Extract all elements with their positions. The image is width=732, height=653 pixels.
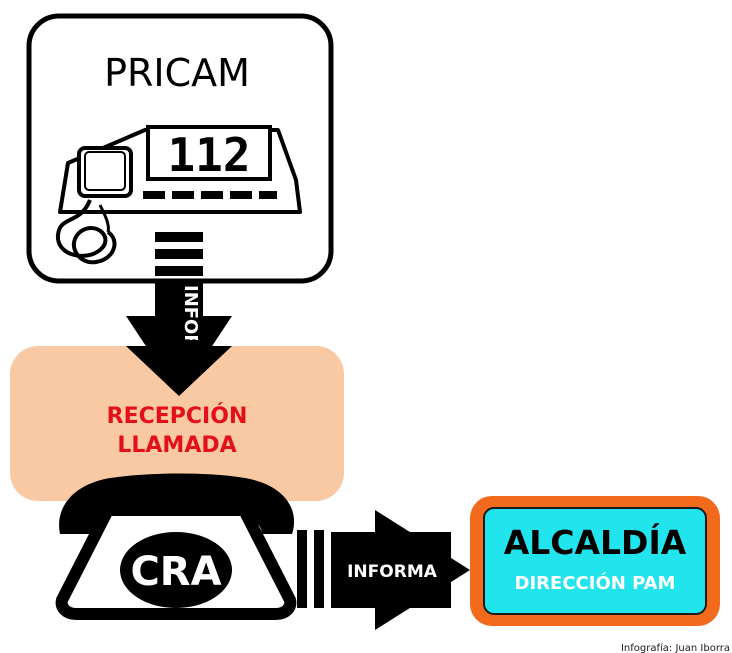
alcaldia-title: ALCALDÍA — [504, 522, 687, 562]
reception-line2: LLAMADA — [117, 433, 236, 458]
pricam-title: PRICAM — [104, 51, 250, 95]
informa-horizontal-label: INFORMA — [347, 562, 438, 582]
emergency-number: 112 — [167, 128, 250, 182]
reception-area — [10, 346, 344, 501]
credit-text: Infografía: Juan Iborra — [621, 642, 730, 653]
direccion-pam: DIRECCIÓN PAM — [515, 572, 676, 594]
arrow-down-icon — [126, 232, 232, 396]
reception-line1: RECEPCIÓN — [107, 403, 248, 429]
cra-label: CRA — [130, 549, 221, 595]
number-display — [146, 125, 272, 181]
rotary-phone-icon — [55, 473, 297, 620]
arrow-right-icon — [297, 510, 472, 630]
alcaldia-inner — [483, 507, 707, 615]
